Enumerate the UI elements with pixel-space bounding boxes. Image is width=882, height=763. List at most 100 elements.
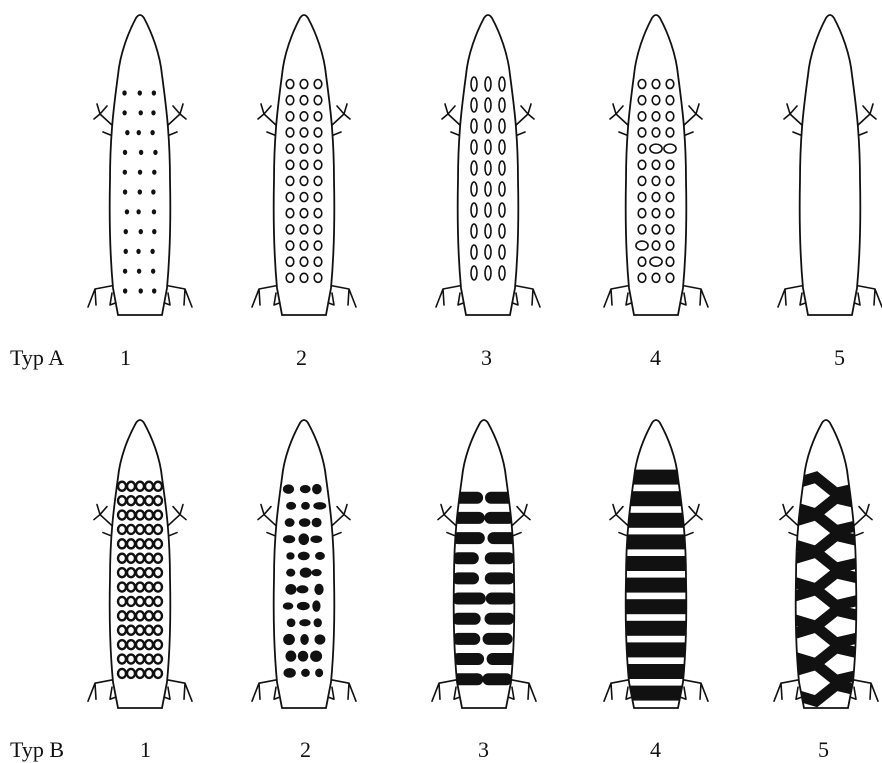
foreleg-right xyxy=(857,104,876,136)
foreleg-right xyxy=(511,505,530,537)
foreleg-right xyxy=(515,104,534,136)
foreleg-left xyxy=(258,104,277,136)
dot xyxy=(125,130,129,135)
foreleg-left xyxy=(442,104,461,136)
blotch xyxy=(313,502,326,509)
dot xyxy=(138,90,142,95)
specimen-number-b1: 1 xyxy=(140,737,151,762)
body-fill xyxy=(626,15,687,315)
blotch xyxy=(283,602,294,609)
specimen-number-a5: 5 xyxy=(834,345,845,370)
specimen-number-b4: 4 xyxy=(650,737,661,762)
dot xyxy=(137,130,141,135)
band xyxy=(486,593,516,605)
band xyxy=(485,572,515,584)
blotch xyxy=(297,602,310,610)
blotch xyxy=(298,651,309,662)
dot xyxy=(136,209,140,214)
foreleg-left xyxy=(258,505,277,537)
blotch xyxy=(312,484,322,494)
foreleg-right xyxy=(331,505,350,537)
foreleg-left xyxy=(94,104,113,136)
band xyxy=(485,492,515,504)
dot xyxy=(150,130,154,135)
lizard-b3 xyxy=(432,420,536,708)
foreleg-left xyxy=(784,104,803,136)
dot xyxy=(152,170,156,175)
blotch xyxy=(300,567,312,577)
band xyxy=(452,492,483,504)
blotch xyxy=(314,618,322,627)
foreleg-left xyxy=(780,505,799,537)
blotch xyxy=(315,552,325,560)
dot xyxy=(139,288,143,293)
band xyxy=(452,532,485,544)
foreleg-right xyxy=(683,104,702,136)
blotch xyxy=(283,535,295,543)
band xyxy=(452,613,481,625)
specimen-number-a1: 1 xyxy=(120,345,131,370)
dot xyxy=(151,269,155,274)
dot xyxy=(124,229,128,234)
blotch xyxy=(315,669,323,678)
lizard-b1 xyxy=(88,420,192,708)
blotch xyxy=(283,668,295,678)
blotch xyxy=(312,600,320,611)
dot xyxy=(139,110,143,115)
dot xyxy=(139,229,143,234)
specimen-number-a3: 3 xyxy=(481,345,492,370)
foreleg-left xyxy=(438,505,457,537)
lizard-a3 xyxy=(436,15,540,315)
blotch xyxy=(298,552,310,561)
lizard-b4 xyxy=(604,420,708,708)
zigzag-band xyxy=(786,498,866,514)
dot xyxy=(125,209,129,214)
specimen-number-a4: 4 xyxy=(650,345,661,370)
blotch xyxy=(310,650,322,661)
lizard-b2 xyxy=(252,420,356,708)
band xyxy=(452,572,479,584)
specimen-number-b3: 3 xyxy=(478,737,489,762)
specimen-number-a2: 2 xyxy=(296,345,307,370)
blotch xyxy=(286,569,295,577)
dot xyxy=(152,288,156,293)
foreleg-right xyxy=(683,505,702,537)
body-fill xyxy=(800,15,861,315)
body-fill xyxy=(458,15,519,315)
foreleg-right xyxy=(331,104,350,136)
blotch xyxy=(300,634,309,645)
dot xyxy=(136,249,140,254)
dot xyxy=(123,170,127,175)
band xyxy=(452,552,479,564)
blotch xyxy=(285,518,295,527)
dot xyxy=(150,249,154,254)
blotch xyxy=(310,535,322,543)
blotch xyxy=(312,518,322,527)
band xyxy=(616,599,696,614)
blotch xyxy=(297,585,309,593)
dot xyxy=(123,269,127,274)
lizard-a2 xyxy=(252,15,356,315)
foreleg-right xyxy=(853,505,872,537)
dot xyxy=(123,288,127,293)
blotch xyxy=(301,502,310,510)
dot xyxy=(138,170,142,175)
blotch xyxy=(286,502,296,510)
blotch xyxy=(301,669,310,677)
dot xyxy=(152,90,156,95)
dot xyxy=(152,209,156,214)
blotch xyxy=(311,569,321,576)
band xyxy=(616,621,696,636)
dot xyxy=(122,90,126,95)
dot xyxy=(138,189,142,194)
lizard-b5 xyxy=(774,420,878,708)
blotch xyxy=(287,618,296,627)
dot xyxy=(123,150,127,155)
band xyxy=(482,673,512,685)
blotch xyxy=(283,634,295,645)
band xyxy=(452,633,480,645)
blotch xyxy=(285,651,296,662)
band xyxy=(616,578,696,593)
band xyxy=(616,470,696,485)
